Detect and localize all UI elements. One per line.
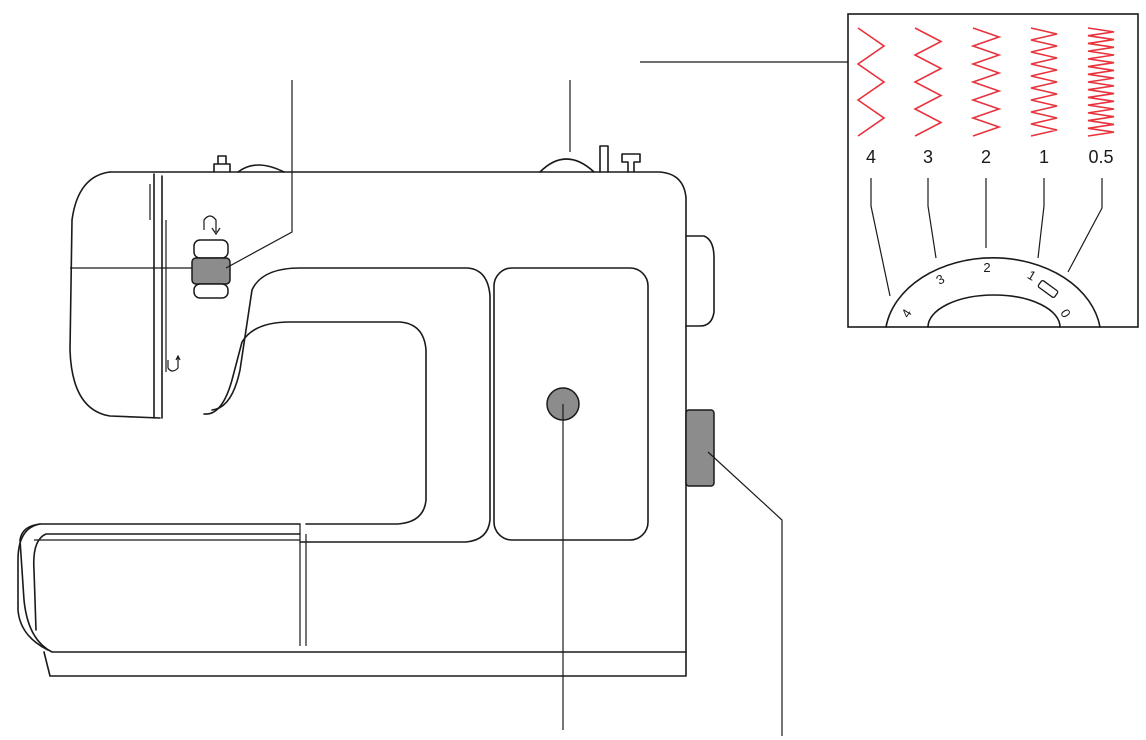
dial-marker [1037, 280, 1059, 298]
stitch-length-label: 2 [981, 147, 991, 167]
stitch-samples [856, 27, 1115, 137]
stitch-length-dial[interactable] [685, 409, 715, 487]
stitch-length-label: 4 [866, 147, 876, 167]
thread-guide-post [621, 153, 641, 173]
stitch-sample-2 [970, 27, 1002, 137]
stitch-sample-1 [1030, 27, 1058, 137]
machine-outline [19, 171, 687, 653]
reverse-arrow-icon [203, 215, 221, 236]
stitch-sample-0-5 [1087, 27, 1115, 137]
arch-inner [203, 321, 427, 525]
stitch-length-label: 3 [923, 147, 933, 167]
stitch-length-label: 0.5 [1088, 147, 1113, 167]
inset-leader-lines [870, 178, 1103, 297]
arch-outer [211, 267, 491, 543]
bobbin-winder-post [213, 155, 231, 173]
free-arm [17, 523, 49, 651]
bobbin-icon [167, 354, 181, 372]
leader-tension-dial [225, 80, 293, 269]
free-arm-line [34, 524, 307, 646]
needle-plate-strip [149, 184, 167, 372]
machine-body [17, 145, 715, 677]
head-front [69, 171, 161, 419]
stitch-length-label: 1 [1039, 147, 1049, 167]
inset-leader-0 [870, 178, 891, 297]
stitch-sample-4 [856, 27, 886, 137]
stitch-length-labels: 4 3 2 1 0.5 [866, 147, 1114, 167]
free-arm-inner [32, 533, 301, 631]
inset-frame [847, 13, 1139, 328]
top-spool-dome [237, 164, 285, 173]
dial-number: 2 [983, 260, 990, 275]
thread-tension-dial[interactable] [191, 239, 231, 299]
inset-leader-3 [1037, 178, 1045, 259]
base-plate [43, 651, 687, 677]
dial-outer-arc [885, 257, 1101, 328]
leader-lines [225, 61, 848, 736]
handwheel-bump [685, 235, 715, 327]
inset-leader-1 [927, 178, 937, 259]
inset-leader-4 [1067, 178, 1103, 273]
leader-length-dial [707, 451, 783, 736]
spool-dome [539, 158, 595, 173]
stitch-sample-3 [913, 27, 943, 137]
dial-inner-arc [927, 294, 1061, 328]
head-panel [153, 173, 163, 419]
spool-pin [599, 145, 609, 173]
side-panel [493, 267, 649, 541]
